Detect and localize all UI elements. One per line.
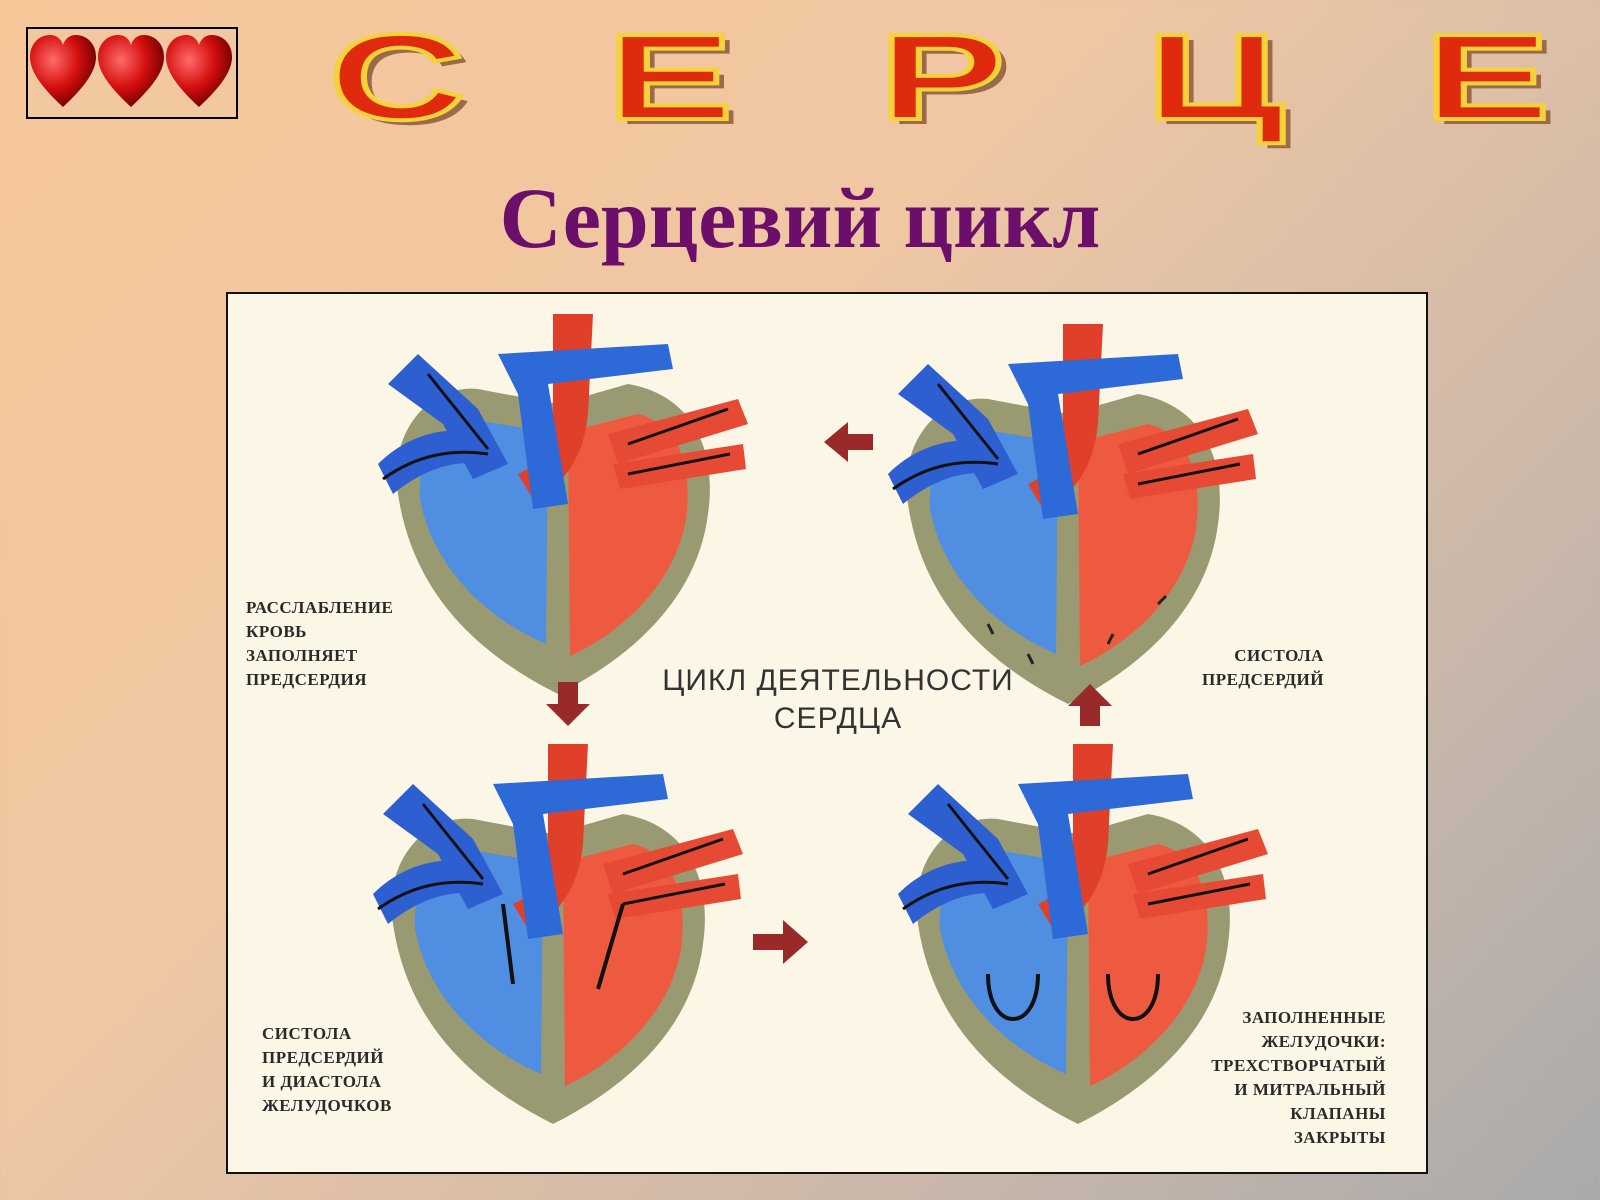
banner-letter: Е [603,9,735,145]
arrow-down-icon [546,682,590,726]
caption-atrial-systole: СИСТОЛА ПРЕДСЕРДИЙ [1202,646,1324,689]
cycle-title: ЦИКЛ ДЕЯТЕЛЬНОСТИ СЕРДЦА [662,664,1014,735]
subtitle: Серцевий цикл [499,170,1101,266]
heart-cycle-diagram: ЦИКЛ ДЕЯТЕЛЬНОСТИ СЕРДЦА РАССЛАБЛЕНИЕ КР… [226,292,1428,1174]
arrow-right-icon [753,920,808,964]
hearts-icon [30,35,232,107]
heart-icon [98,35,164,107]
caption-ventricles-filled: ЗАПОЛНЕННЫЕ ЖЕЛУДОЧКИ: ТРЕХСТВОРЧАТЫЙ И … [1211,1008,1386,1147]
heart-diagram-ventricular-diastole [371,742,745,1126]
banner-letter: Ц [1142,9,1286,145]
caption-ventricular-diastole: СИСТОЛА ПРЕДСЕРДИЙ И ДИАСТОЛА ЖЕЛУДОЧКОВ [262,1024,392,1115]
arrow-up-icon [1068,684,1112,726]
heart-illustrations [371,312,1270,1126]
banner-letter: Е [1421,9,1553,145]
heart-diagram-atrial-systole [886,322,1260,706]
hearts-logo [26,27,238,119]
page-title-banner: С Е Р Ц Е [312,9,1572,145]
banner-letter: С [326,9,469,145]
heart-diagram-relaxation [376,312,750,696]
heart-diagram-ventricles-filled [896,742,1270,1126]
banner-letter: Р [876,9,1008,145]
heart-icon [30,35,96,107]
heart-icon [166,35,232,107]
caption-relaxation: РАССЛАБЛЕНИЕ КРОВЬ ЗАПОЛНЯЕТ ПРЕДСЕРДИЯ [246,598,394,689]
arrow-left-icon [824,422,873,462]
